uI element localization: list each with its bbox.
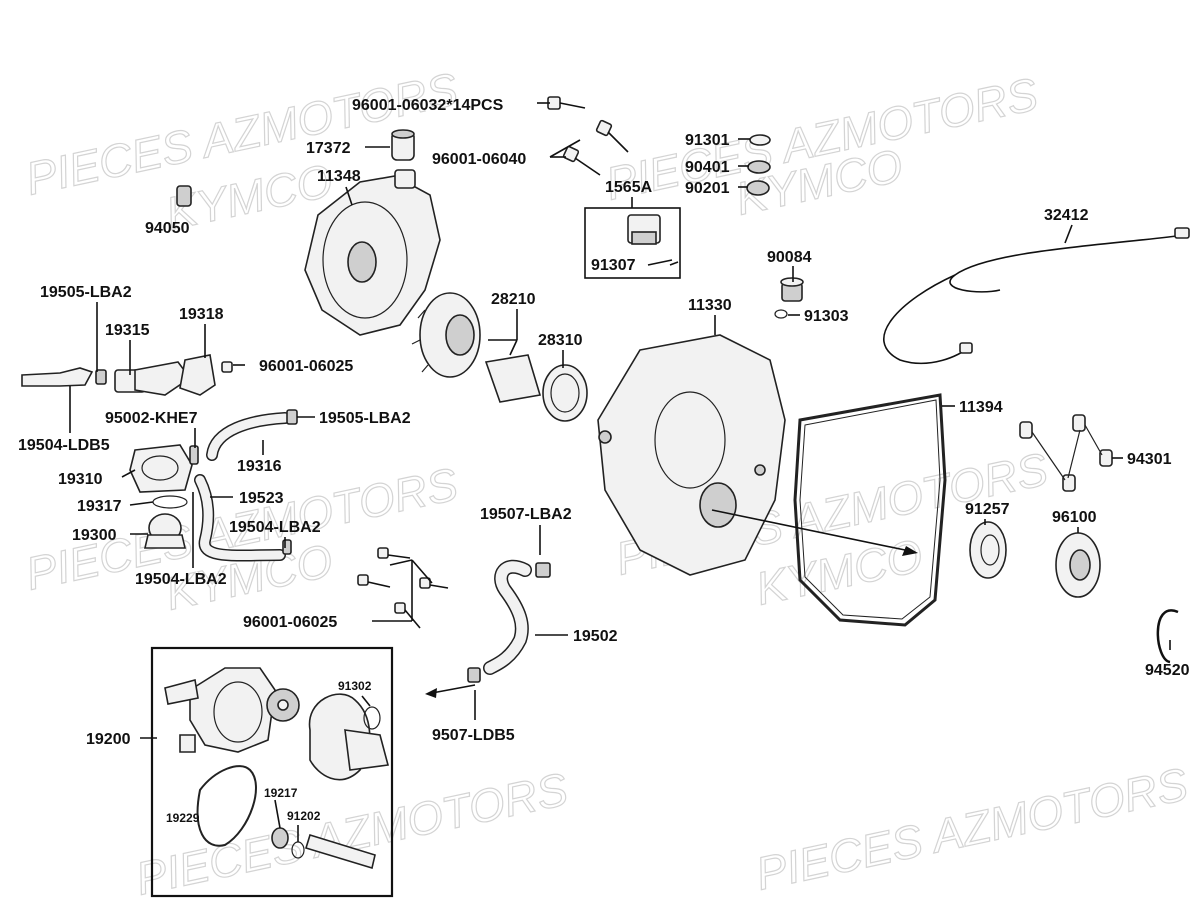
- label-32412: 32412: [1044, 207, 1089, 224]
- gasket-icon: [793, 393, 947, 627]
- label-19507-lba2: 19507-LBA2: [480, 506, 572, 523]
- bolt-icon: [547, 96, 586, 110]
- o-ring-icon: [152, 495, 188, 509]
- label-19523: 19523: [239, 490, 284, 507]
- bolt-icon: [377, 547, 411, 559]
- bolt-icon: [357, 574, 391, 588]
- clamp-icon: [286, 409, 298, 425]
- oil-seal-icon: [969, 521, 1007, 579]
- bolt-icon: [221, 361, 233, 373]
- bracket-icon: [179, 354, 216, 396]
- label-19217: 19217: [264, 786, 298, 800]
- circlip-icon: [1156, 609, 1179, 664]
- washer-icon: [747, 160, 771, 174]
- label-19229: 19229: [166, 811, 200, 825]
- dowel-pin-icon: [1072, 414, 1086, 432]
- dowel-pin-icon: [1099, 449, 1113, 467]
- label-19504-lba2-b: 19504-LBA2: [135, 571, 227, 588]
- label-19200: 19200: [86, 731, 131, 748]
- hose-icon: [21, 367, 94, 387]
- label-96100: 96100: [1052, 509, 1097, 526]
- thermostat-icon: [143, 513, 187, 549]
- bolt-icon: [394, 602, 421, 629]
- parts-layer: [21, 96, 1190, 898]
- washer-icon: [749, 134, 771, 146]
- label-19318: 19318: [179, 306, 224, 323]
- label-17372: 17372: [306, 140, 351, 157]
- label-19504-ldb5: 19504-LDB5: [18, 437, 110, 454]
- label-19315: 19315: [105, 322, 150, 339]
- water-pump-housing-icon: [164, 667, 276, 753]
- bolt-icon: [595, 119, 629, 153]
- label-90401: 90401: [685, 159, 730, 176]
- cable-icon: [883, 274, 969, 365]
- callout-labels: 96001-06032*14PCS 17372 96001-06040 9130…: [18, 97, 1190, 825]
- o-ring-icon: [774, 309, 788, 319]
- clamp-icon: [467, 667, 481, 683]
- label-91301: 91301: [685, 132, 730, 149]
- pump-cover-icon: [308, 693, 390, 781]
- label-94520: 94520: [1145, 662, 1190, 679]
- plug-icon: [780, 277, 804, 302]
- label-91307: 91307: [591, 257, 636, 274]
- label-19300: 19300: [72, 527, 117, 544]
- bolt-icon: [419, 577, 449, 589]
- pump-shaft-icon: [304, 834, 376, 870]
- watermark-text: PIECES AZMOTORS: [751, 757, 1192, 899]
- pin-icon: [647, 259, 673, 266]
- clamp-icon: [535, 562, 551, 578]
- label-96001-06032: 96001-06032*14PCS: [352, 97, 504, 114]
- label-19317: 19317: [77, 498, 122, 515]
- label-28210: 28210: [491, 291, 536, 308]
- label-19310: 19310: [58, 471, 103, 488]
- label-28310: 28310: [538, 332, 583, 349]
- gasket-icon: [196, 765, 257, 847]
- dowel-pin-icon: [1062, 474, 1076, 492]
- label-19316: 19316: [237, 458, 282, 475]
- clip-icon: [176, 185, 192, 207]
- rotor-icon: [411, 292, 481, 378]
- thermostat-housing-icon: [114, 361, 192, 396]
- label-11330: 11330: [688, 297, 732, 314]
- label-96001-06025-a: 96001-06025: [259, 358, 353, 375]
- label-91303: 91303: [804, 308, 849, 325]
- dowel-pin-icon: [1019, 421, 1033, 439]
- label-91257: 91257: [965, 501, 1010, 518]
- cap-icon: [391, 129, 415, 161]
- sensor-icon: [189, 445, 199, 465]
- label-94301: 94301: [1127, 451, 1172, 468]
- label-9507-ldb5: 9507-LDB5: [432, 727, 515, 744]
- clutch-icon: [484, 354, 588, 422]
- label-11348: 11348: [317, 168, 361, 185]
- nut-icon: [746, 180, 770, 196]
- label-11394: 11394: [959, 399, 1003, 416]
- label-96001-06025-b: 96001-06025: [243, 614, 337, 631]
- kit-box-19200: [150, 646, 394, 898]
- leader-lines: [69, 102, 1171, 842]
- label-91202: 91202: [287, 809, 321, 823]
- label-90201: 90201: [685, 180, 730, 197]
- label-19504-lba2-a: 19504-LBA2: [229, 519, 321, 536]
- label-96001-06040: 96001-06040: [432, 151, 526, 168]
- cable-icon: [949, 234, 1186, 293]
- label-19505-lba2-mid: 19505-LBA2: [319, 410, 411, 427]
- label-91302: 91302: [338, 679, 372, 693]
- label-90084: 90084: [767, 249, 812, 266]
- o-ring-icon: [363, 706, 381, 730]
- watermark-text: PIECES AZMOTORS: [131, 762, 572, 900]
- thermostat-cover-icon: [129, 444, 193, 493]
- bolt-icon: [562, 145, 601, 176]
- label-94050: 94050: [145, 220, 190, 237]
- bearing-icon: [1055, 532, 1101, 598]
- label-19502: 19502: [573, 628, 618, 645]
- label-95002-khe7: 95002-KHE7: [105, 410, 198, 427]
- fan-cover-icon: [304, 169, 441, 336]
- label-19505-lba2-top: 19505-LBA2: [40, 284, 132, 301]
- strainer-icon: [627, 214, 661, 245]
- impeller-icon: [266, 688, 300, 722]
- clamp-icon: [95, 369, 107, 385]
- label-1565A: 1565A: [605, 179, 653, 196]
